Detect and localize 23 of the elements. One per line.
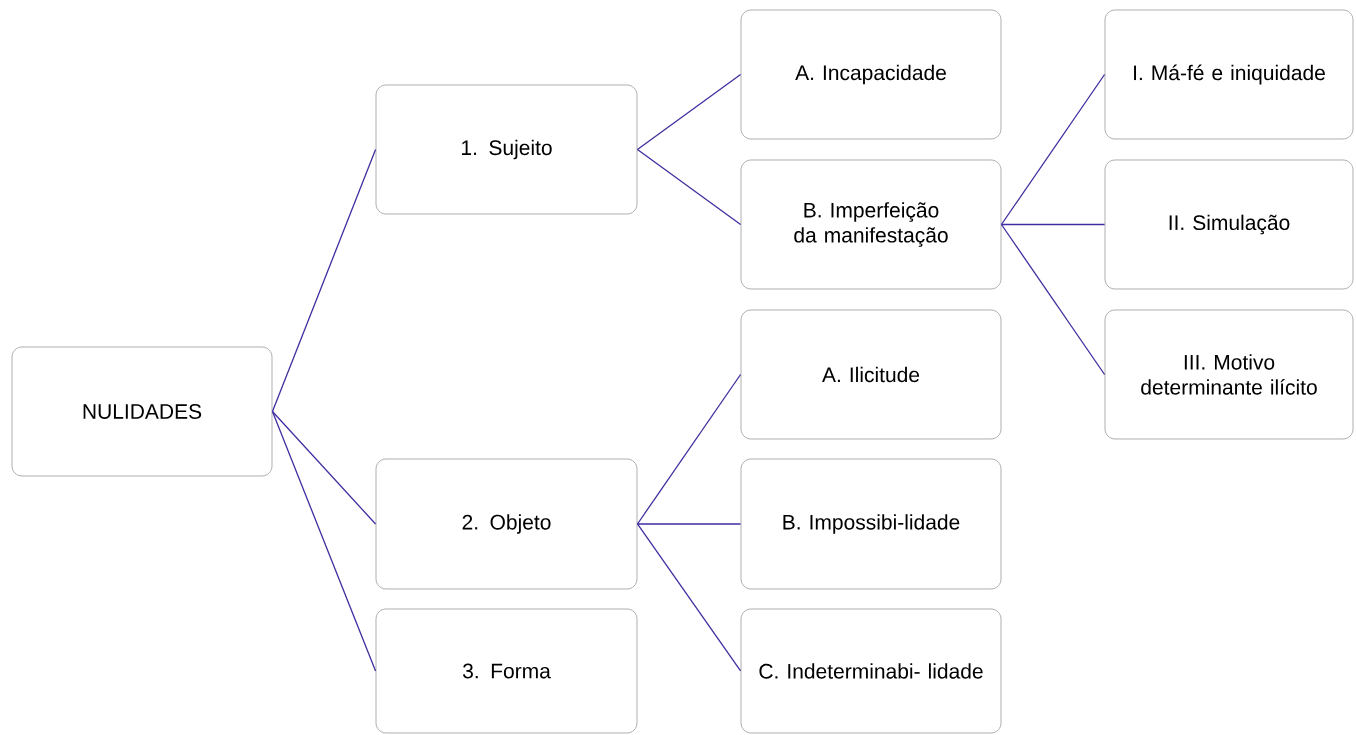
tree-box: C. Indeterminabi- lidade bbox=[740, 608, 1002, 734]
connector-line bbox=[636, 73, 742, 151]
tree-box: 1. Sujeito bbox=[375, 84, 638, 215]
connector-line bbox=[271, 410, 377, 525]
tree-box: B. Impossibi-lidade bbox=[740, 458, 1002, 590]
tree-box: NULIDADES bbox=[11, 346, 273, 477]
connector-line bbox=[1000, 223, 1106, 376]
connector-line bbox=[636, 373, 742, 525]
tree-box: A. Ilicitude bbox=[740, 309, 1002, 440]
connector-line bbox=[636, 523, 742, 525]
connector-line bbox=[271, 410, 377, 672]
tree-box: II. Simulação bbox=[1104, 159, 1354, 290]
tree-box: III. Motivo determinante ilícito bbox=[1104, 309, 1354, 440]
tree-box: B. Imperfeição da manifestação bbox=[740, 159, 1002, 290]
connector-line bbox=[1000, 73, 1106, 226]
tree-box: 2. Objeto bbox=[375, 458, 638, 590]
tree-box: 3. Forma bbox=[375, 608, 638, 734]
connector-line bbox=[271, 148, 377, 413]
connector-line bbox=[1000, 223, 1106, 226]
tree-box: A. Incapacidade bbox=[740, 9, 1002, 140]
connector-line bbox=[636, 148, 742, 226]
tree-box: I. Má-fé e iniquidade bbox=[1104, 9, 1354, 140]
connector-line bbox=[636, 523, 742, 672]
